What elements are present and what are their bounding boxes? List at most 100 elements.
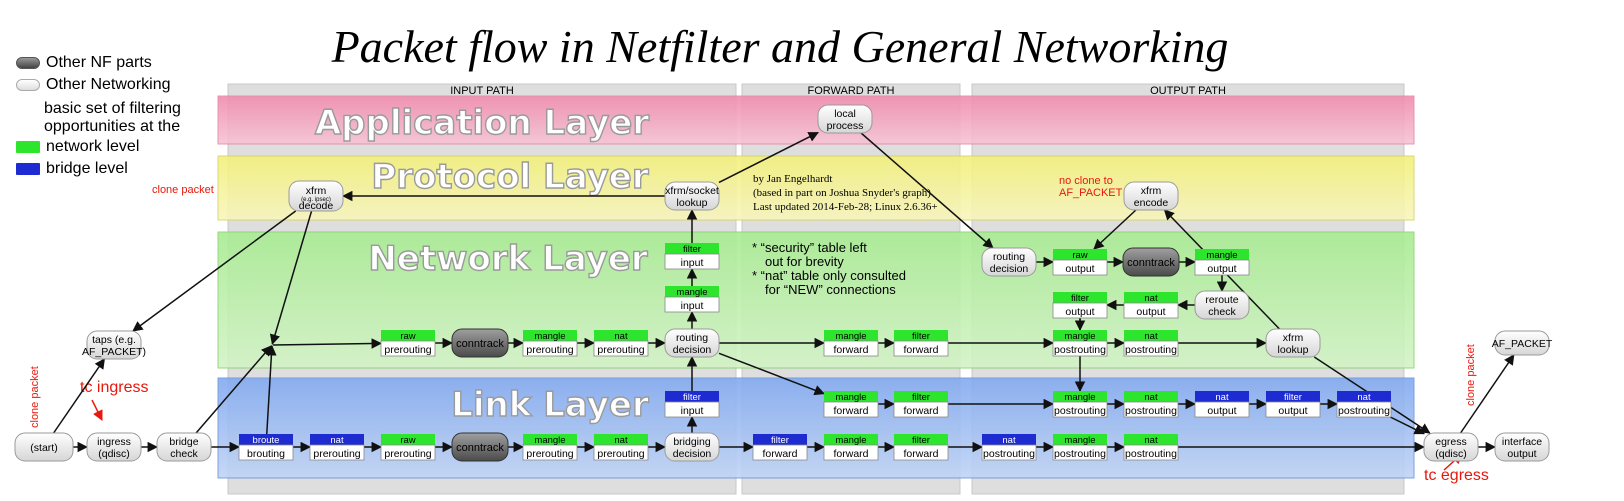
node-n_nat_pre-table-bar xyxy=(594,330,648,341)
nf-parts-swatch xyxy=(16,57,40,69)
note-line-4: for “NEW” connections xyxy=(765,282,896,297)
node-b_nat_out-chain-box xyxy=(1194,401,1250,418)
node-ingress-label-2: (qdisc) xyxy=(98,448,130,460)
node-b_filter_fwd-table: filter xyxy=(771,435,789,446)
node-ingress-label-1: ingress xyxy=(97,436,131,448)
node-l_mangle_post_a-table: mangle xyxy=(1064,392,1095,403)
legend-nf-parts: Other NF parts xyxy=(16,52,216,74)
node-l_mangle_fwd_a-table-bar xyxy=(824,391,878,402)
credits: by Jan Engelhardt (based in part on Josh… xyxy=(753,173,938,213)
node-routedec_out-label-2: decision xyxy=(990,263,1029,275)
node-l_nat_pre-table-bar xyxy=(594,434,648,445)
node-n_mangle_post-chain-box xyxy=(1052,340,1108,357)
node-b_filter_out-chain: output xyxy=(1278,405,1307,417)
tc-egress-label: tc egress xyxy=(1424,467,1489,484)
flow-edge-localproc-to-routedec_out xyxy=(860,132,994,249)
note-line-3: * “nat” table only consulted xyxy=(752,268,906,283)
node-xfrmdecode: xfrm(e.g. ipsec)decode xyxy=(288,180,344,212)
node-start-label: (start) xyxy=(30,442,57,454)
flow-edge-b_broute-to-net_entry xyxy=(266,344,277,435)
note-line-2: out for brevity xyxy=(765,254,844,269)
node-l_mangle_fwd_b-table: mangle xyxy=(835,435,866,446)
nodes: (start)ingress(qdisc)taps (e.g.AF_PACKET… xyxy=(14,104,1553,462)
node-b_nat_post_b-chain-box xyxy=(981,444,1037,461)
node-afpacket-shape xyxy=(1494,330,1550,356)
legend-network-level: network level xyxy=(16,136,216,158)
node-b_nat_post_b-table-bar xyxy=(982,434,1036,445)
node-l_mangle_post_b-table-bar xyxy=(1053,434,1107,445)
node-l_nat_pre-chain: prerouting xyxy=(597,448,644,460)
node-taps-label-1: taps (e.g. xyxy=(92,334,136,346)
node-n_raw_pre-table-bar xyxy=(381,330,435,341)
page-title: Packet flow in Netfilter and General Net… xyxy=(331,21,1229,72)
node-n_mangle_pre-chain-box xyxy=(522,340,578,357)
node-n_filter_in-table: filter xyxy=(683,244,701,255)
node-bridgedec-label-1: bridging xyxy=(673,436,711,448)
node-n_raw_pre-table: raw xyxy=(400,331,415,342)
node-b_filter_in-table: filter xyxy=(683,392,701,403)
node-b_filter_in-chain: input xyxy=(681,405,704,417)
flow-edge-start-to-taps xyxy=(52,358,106,434)
flow-edge-bridgecheck-to-net_entry xyxy=(195,345,272,434)
node-l_mangle_post_a-chain: postrouting xyxy=(1054,405,1106,417)
node-egress: egress(qdisc) xyxy=(1423,432,1479,462)
node-n_nat_post-table: nat xyxy=(1144,331,1158,342)
node-b_nat_pre-chain: prerouting xyxy=(313,448,360,460)
node-reroute-label-2: check xyxy=(1208,306,1236,318)
link-layer-title: Link Layer xyxy=(451,385,649,425)
node-b_broute-table-bar xyxy=(239,434,293,445)
node-n_nat_post-table-bar xyxy=(1124,330,1178,341)
node-l_raw_pre-table-bar xyxy=(381,434,435,445)
node-ct_in: conntrack xyxy=(451,328,509,358)
node-b_filter_fwd-chain: forward xyxy=(762,448,797,460)
node-b_nat_out-table-bar xyxy=(1195,391,1249,402)
node-n_filter_in-table-bar xyxy=(665,243,719,254)
node-n_filter_fwd-chain: forward xyxy=(903,344,938,356)
node-b_nat_post_a-table: nat xyxy=(1357,392,1371,403)
node-l_mangle_pre-chain: prerouting xyxy=(526,448,573,460)
credits-line-1: by Jan Engelhardt xyxy=(753,173,832,185)
node-ct_out-shape xyxy=(1122,247,1180,277)
node-l_nat_post_b-chain: postrouting xyxy=(1125,448,1177,460)
protocol-layer-band xyxy=(217,155,1415,221)
clone-packet-right-label: clone packet xyxy=(1465,344,1477,406)
node-b_broute-table: broute xyxy=(253,435,280,446)
node-xfrmlookup-label-1: xfrm xyxy=(1283,332,1304,344)
node-taps-shape xyxy=(86,330,142,360)
node-start: (start) xyxy=(14,432,74,462)
node-n_filter_out-table-bar xyxy=(1053,292,1107,303)
node-b_nat_out-table: nat xyxy=(1215,392,1229,403)
node-l_filter_fwd_b-table: filter xyxy=(912,435,930,446)
node-l_filter_fwd_a-table-bar xyxy=(894,391,948,402)
node-l_filter_fwd_a-chain: forward xyxy=(903,405,938,417)
legend-note-line-2: opportunities at the xyxy=(44,118,181,135)
node-l_mangle_fwd_a-chain-box xyxy=(823,401,879,418)
flow-edge-xfrmencode-to-n_raw_out xyxy=(1093,209,1137,250)
node-n_mangle_in-table: mangle xyxy=(676,287,707,298)
node-n_nat_out-chain-box xyxy=(1123,302,1179,319)
node-l_filter_fwd_a-table: filter xyxy=(912,392,930,403)
legend-bridge-level-label: bridge level xyxy=(46,160,128,177)
node-n_mangle_fwd-chain: forward xyxy=(833,344,868,356)
node-xfrmsocket-label-2: lookup xyxy=(677,197,708,209)
flow-edge-routedec_in-to-l_mangle_fwd_a xyxy=(718,352,825,396)
flow-edge-net_entry-to-n_raw_pre xyxy=(272,338,383,349)
node-n_mangle_fwd-table: mangle xyxy=(835,331,866,342)
node-l_mangle_fwd_a-table: mangle xyxy=(835,392,866,403)
node-n_mangle_pre-table-bar xyxy=(523,330,577,341)
node-n_raw_out-table-bar xyxy=(1053,249,1107,260)
